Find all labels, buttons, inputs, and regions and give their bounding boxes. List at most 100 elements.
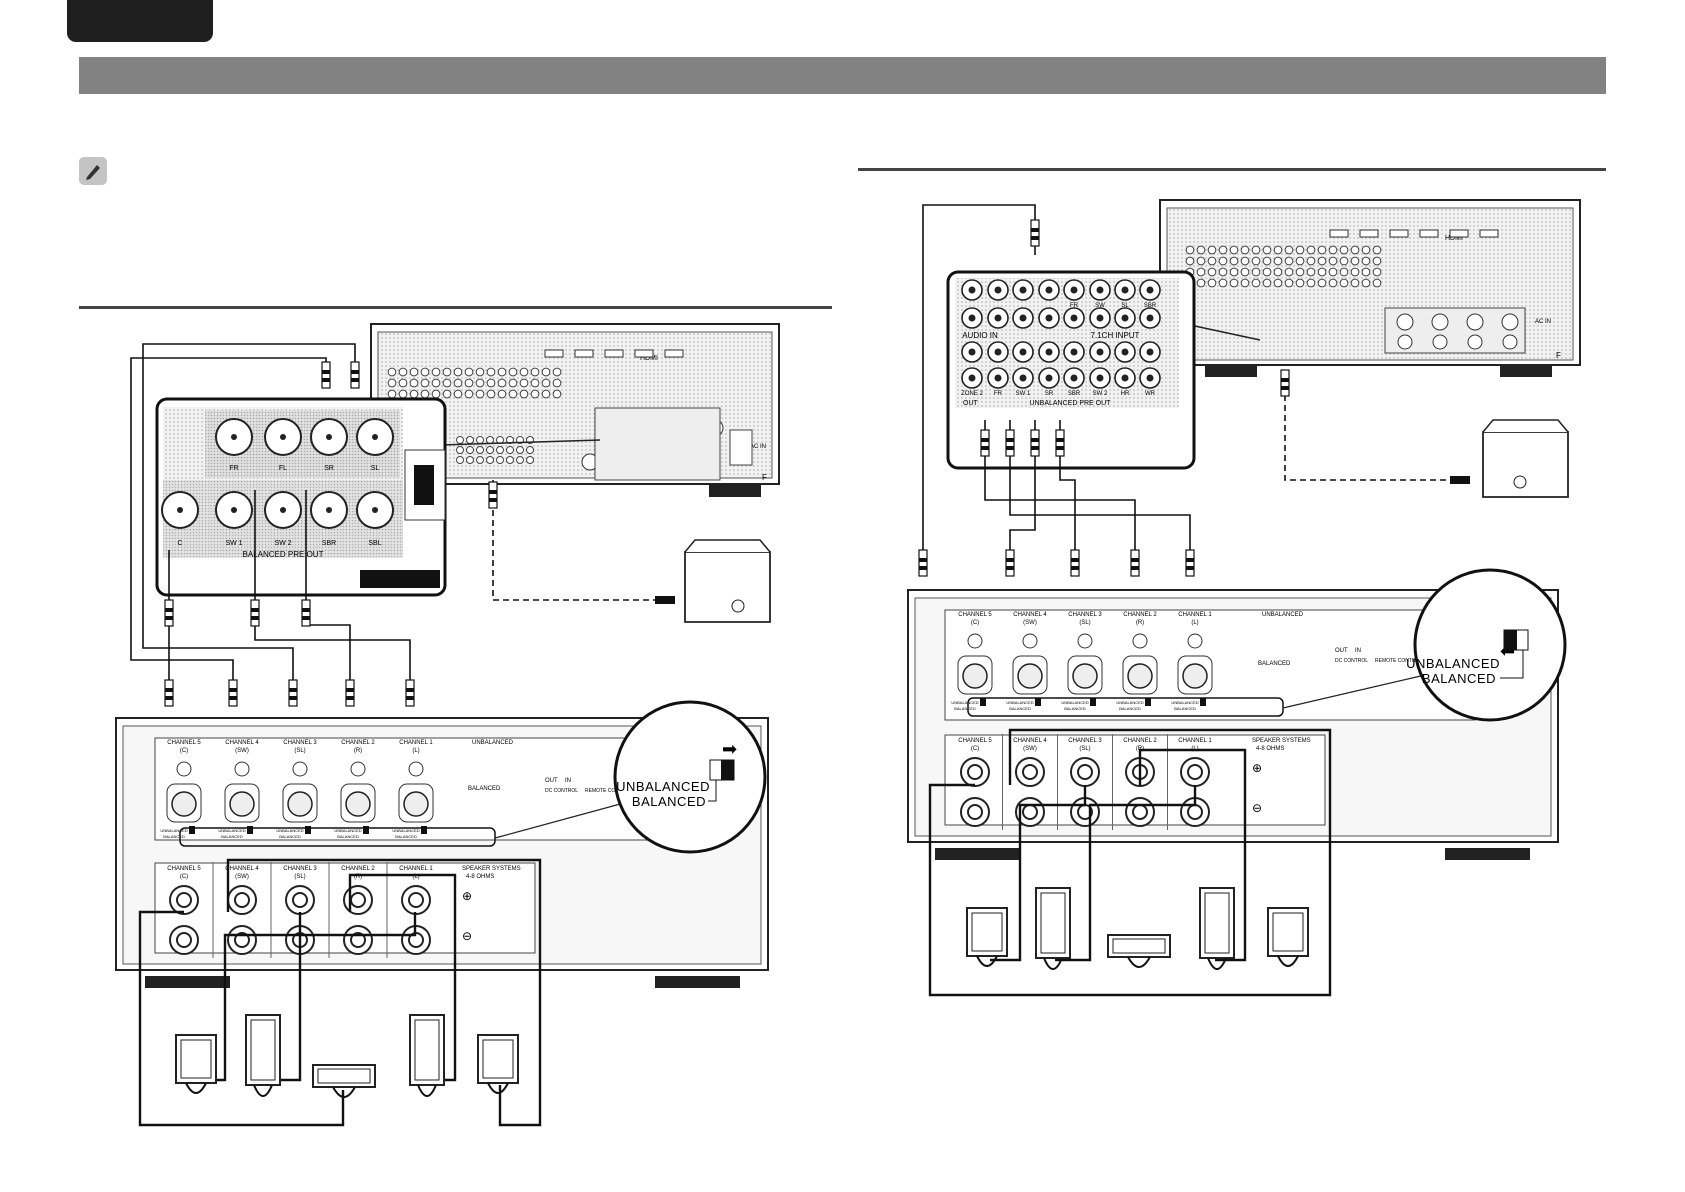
rca-pin: [1146, 286, 1154, 294]
receiver-jack: [1372, 267, 1382, 277]
speaker-base: [185, 1082, 207, 1094]
receiver-jack: [496, 446, 504, 454]
receiver-jack: [516, 446, 524, 454]
rca-pin: [968, 348, 976, 356]
receiver-jack: [519, 389, 529, 399]
amp-switch-label: UNBALANCED: [160, 828, 187, 833]
receiver-jack: [1284, 267, 1294, 277]
left-subwoofer: [684, 539, 771, 623]
cable-plug-band: [229, 696, 237, 700]
receiver-jack: [1262, 256, 1272, 266]
receiver-jack: [476, 456, 484, 464]
amp-xlr-socket: [1182, 663, 1208, 689]
receiver-jack: [1361, 267, 1371, 277]
receiver-jack: [398, 389, 408, 399]
receiver-jack: [1240, 278, 1250, 288]
speaker-base: [487, 1082, 509, 1094]
amp-switch: [421, 826, 427, 834]
rca-pin: [1096, 374, 1104, 382]
cable-plug-band: [1006, 446, 1014, 450]
amp-channel-title: CHANNEL 1: [399, 866, 433, 872]
receiver-jack: [519, 367, 529, 377]
amp-channel-sub: (SW): [1023, 746, 1037, 752]
receiver-jack: [541, 378, 551, 388]
cable-plug-band: [1281, 378, 1289, 382]
cable-plug: [350, 361, 360, 389]
receiver-jack: [497, 367, 507, 377]
amp-channel-title: CHANNEL 2: [341, 866, 375, 872]
rca-pin: [968, 286, 976, 294]
receiver-jack: [1262, 245, 1272, 255]
receiver-jack: [1229, 256, 1239, 266]
receiver-xlr: [1502, 334, 1518, 350]
right-amp-unbalanced: UNBALANCED: [1262, 612, 1304, 618]
rca-jack-label: FR: [1070, 303, 1079, 309]
xlr-jack-label: SR: [324, 465, 334, 472]
cable-plug-band: [302, 608, 310, 612]
cable-plug: [1030, 219, 1040, 247]
speaker-terminal-post: [1022, 804, 1038, 820]
amp-channel-title: CHANNEL 3: [283, 740, 317, 746]
cable-plug-band: [346, 696, 354, 700]
receiver-jack: [476, 436, 484, 444]
amp-channel-title: CHANNEL 4: [1013, 612, 1047, 618]
amp-xlr-socket: [1127, 663, 1153, 689]
cable-plug-band: [1131, 558, 1139, 562]
amp-channel-sub: (SL): [294, 874, 305, 880]
cable-plug: [1070, 549, 1080, 577]
speaker-base: [976, 955, 998, 967]
cable-plug-band: [919, 558, 927, 562]
speaker-terminal-post: [408, 892, 424, 908]
surround-speaker-face: [971, 912, 1003, 952]
right-subwoofer: [1482, 419, 1569, 498]
amp-channel-title: CHANNEL 1: [399, 740, 433, 746]
receiver-jack: [475, 389, 485, 399]
amp-channel-sub: (C): [971, 620, 979, 626]
left-amp-out: OUT: [545, 778, 558, 784]
pencil-note-icon: [79, 157, 107, 185]
rca-pin: [1146, 314, 1154, 322]
xlr-jack-label: SBR: [322, 540, 336, 547]
rca-pin: [1045, 348, 1053, 356]
receiver-jack: [1207, 278, 1217, 288]
amp-channel-sub: (SW): [235, 748, 249, 754]
cable-plug: [288, 679, 298, 707]
amp-xlr-socket: [229, 791, 255, 817]
receiver-jack: [1306, 245, 1316, 255]
receiver-jack: [466, 446, 474, 454]
cable-plug: [1185, 549, 1195, 577]
receiver-jack: [508, 389, 518, 399]
receiver-jack: [530, 389, 540, 399]
amp-switch-label: BALANCED: [279, 834, 301, 839]
cable-plug: [1130, 549, 1140, 577]
speaker-terminal-post: [350, 892, 366, 908]
xlr-jack-label: SW 1: [225, 540, 242, 547]
xlr-jack-label: SBL: [368, 540, 381, 547]
receiver-jack: [1240, 256, 1250, 266]
cable-plug-band: [322, 378, 330, 382]
amp-switch-label: UNBALANCED: [1171, 700, 1198, 705]
receiver-jack: [552, 367, 562, 377]
receiver-jack: [1372, 256, 1382, 266]
cable-plug: [1005, 429, 1015, 457]
cable-plug-band: [1031, 446, 1039, 450]
xlr-jack-label: FR: [229, 465, 238, 472]
cable-plug-band: [1006, 438, 1014, 442]
cable-plug-band: [1056, 438, 1064, 442]
right-switch-callout: ⬅ UNBALANCED BALANCED: [1406, 568, 1567, 722]
tall-speaker-face: [1204, 892, 1230, 954]
receiver-jack: [409, 367, 419, 377]
cable-plug: [164, 599, 174, 627]
rca-pin: [994, 348, 1002, 356]
cable-plug-band: [1071, 558, 1079, 562]
amp-switch: [1090, 698, 1096, 706]
cable-plug-band: [981, 446, 989, 450]
cable-plug-band: [1071, 566, 1079, 570]
xlr-jack-label: SW 2: [274, 540, 291, 547]
surround-speaker-face: [180, 1039, 212, 1079]
receiver-jack: [1284, 245, 1294, 255]
receiver-jack: [1196, 245, 1206, 255]
xlr-jack-label: C: [177, 540, 182, 547]
cable-plug-band: [1281, 386, 1289, 390]
